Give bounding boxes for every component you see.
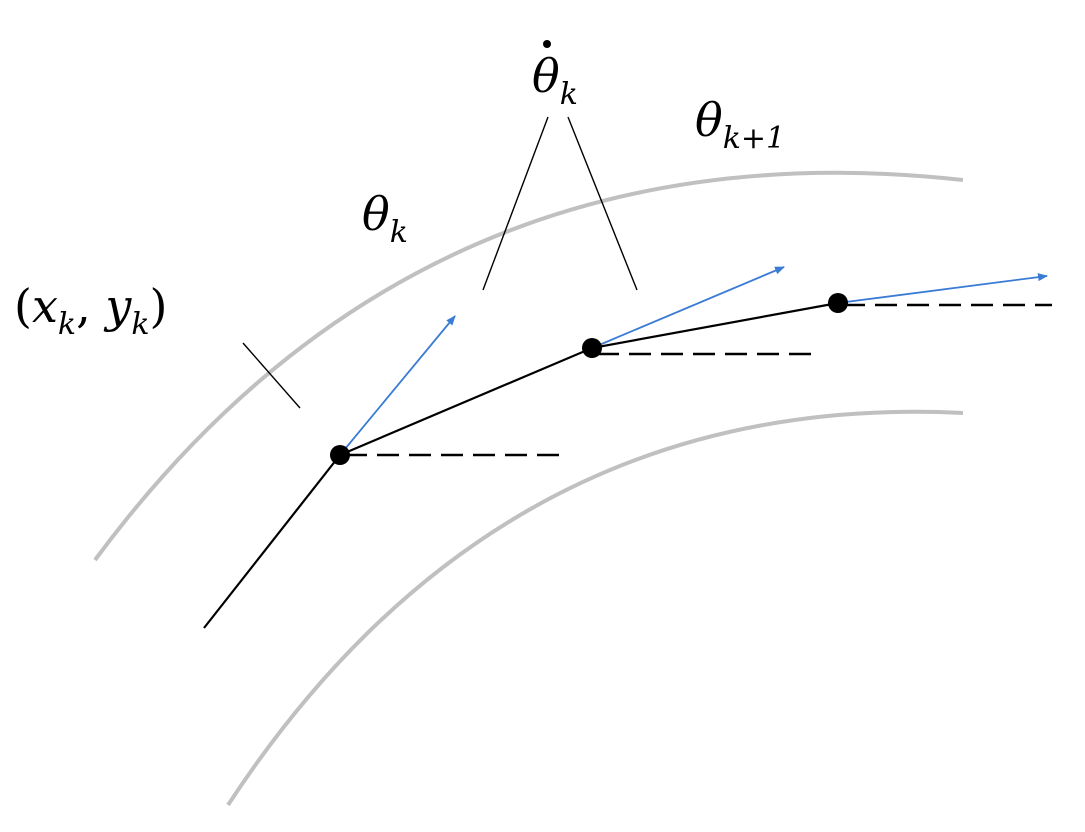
trajectory-point-k1 bbox=[582, 338, 602, 358]
point-leader-line bbox=[242, 342, 301, 409]
trajectory-point-k2 bbox=[828, 293, 848, 313]
inner-boundary-curve bbox=[226, 409, 964, 807]
heading-arrow-k2 bbox=[837, 273, 1048, 304]
rate-leader-line-left bbox=[482, 116, 549, 291]
heading-arrow-k1 bbox=[591, 266, 785, 349]
next-heading-angle-label: θk+1 bbox=[695, 93, 785, 156]
point-coordinate-label: (xk, yk) bbox=[14, 279, 167, 342]
heading-arrow-k bbox=[339, 315, 456, 456]
derivative-dot bbox=[543, 40, 551, 48]
outer-boundary-curve bbox=[93, 170, 964, 562]
heading-rate-label: θk bbox=[532, 49, 578, 112]
trajectory-path bbox=[203, 301, 839, 629]
rate-leader-line-right bbox=[567, 116, 638, 291]
trajectory-point-k bbox=[330, 445, 350, 465]
heading-angle-label: θk bbox=[362, 187, 408, 250]
